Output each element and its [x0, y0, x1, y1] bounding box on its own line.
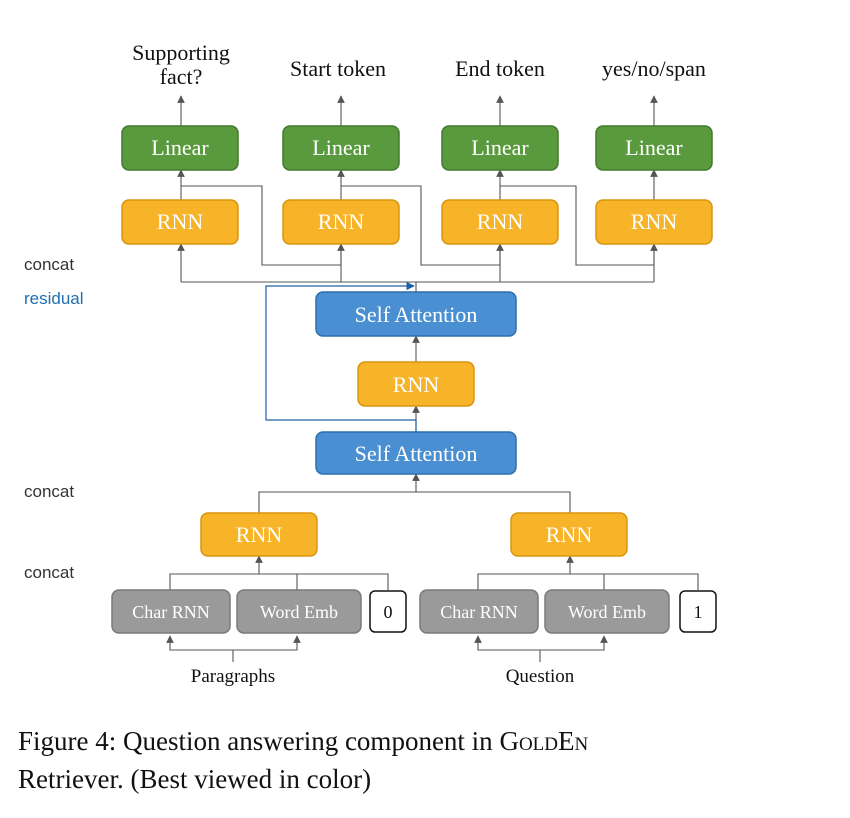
connectors — [166, 95, 699, 662]
rnn-label-start: RNN — [318, 209, 365, 234]
linear-label-start: Linear — [312, 135, 370, 160]
linear-block-supporting — [121, 125, 239, 171]
word-emb-label-paragraph: Word Emb — [260, 602, 338, 622]
linear-block-end — [441, 125, 559, 171]
indicator-box-paragraph — [369, 590, 407, 633]
output-label-supporting-fact-line2: fact? — [160, 64, 203, 89]
char-rnn-label-paragraph: Char RNN — [132, 602, 210, 622]
indicator-box-question — [679, 590, 717, 633]
rnn-block-yesno — [595, 199, 713, 245]
top-rnn-row: RNN RNN RNN RNN — [121, 199, 713, 245]
input-label-paragraphs: Paragraphs — [191, 666, 275, 687]
linear-block-start — [282, 125, 400, 171]
linear-label-supporting: Linear — [151, 135, 209, 160]
rnn-block-end — [441, 199, 559, 245]
side-label-concat-middle: concat — [24, 482, 74, 501]
side-label-residual: residual — [24, 289, 84, 308]
rnn-block-paragraph-encoder — [200, 512, 318, 557]
figure-caption-line1: Figure 4: Question answering component i… — [18, 722, 838, 760]
linear-block-yesno — [595, 125, 713, 171]
word-emb-block-paragraph — [236, 589, 362, 634]
figure-caption-line2: Retriever. (Best viewed in color) — [18, 764, 372, 794]
self-attention-label-upper: Self Attention — [355, 302, 478, 327]
self-attention-block-lower — [315, 431, 517, 475]
output-label-end-token: End token — [455, 56, 545, 81]
caption-prefix: Figure 4: Question answering component i… — [18, 726, 500, 756]
char-rnn-block-question — [419, 589, 539, 634]
word-emb-label-question: Word Emb — [568, 602, 646, 622]
figure-caption: Figure 4: Question answering component i… — [18, 722, 838, 798]
indicator-label-question: 1 — [694, 602, 703, 622]
self-attention-block-upper — [315, 291, 517, 337]
rnn-block-middle — [357, 361, 475, 407]
rnn-label-paragraph-encoder: RNN — [236, 522, 283, 547]
side-label-concat-bottom: concat — [24, 563, 74, 582]
rnn-block-start — [282, 199, 400, 245]
rnn-block-question-encoder — [510, 512, 628, 557]
linear-label-yesno: Linear — [625, 135, 683, 160]
char-rnn-block-paragraph — [111, 589, 231, 634]
caption-system-name: GoldEn — [499, 726, 589, 756]
char-rnn-label-question: Char RNN — [440, 602, 518, 622]
output-label-start-token: Start token — [290, 56, 386, 81]
output-label-yes-no-span: yes/no/span — [602, 56, 706, 81]
indicator-label-paragraph: 0 — [384, 602, 393, 622]
rnn-label-end: RNN — [477, 209, 524, 234]
output-label-supporting-fact-line1: Supporting — [132, 40, 230, 65]
input-label-question: Question — [506, 666, 575, 687]
rnn-label-middle: RNN — [393, 372, 440, 397]
rnn-label-supporting: RNN — [157, 209, 204, 234]
linear-label-end: Linear — [471, 135, 529, 160]
side-label-concat-top: concat — [24, 255, 74, 274]
self-attention-label-lower: Self Attention — [355, 441, 478, 466]
word-emb-block-question — [544, 589, 670, 634]
linear-row: Linear Linear Linear Linear — [121, 125, 713, 171]
rnn-label-yesno: RNN — [631, 209, 678, 234]
rnn-label-question-encoder: RNN — [546, 522, 593, 547]
rnn-block-supporting — [121, 199, 239, 245]
